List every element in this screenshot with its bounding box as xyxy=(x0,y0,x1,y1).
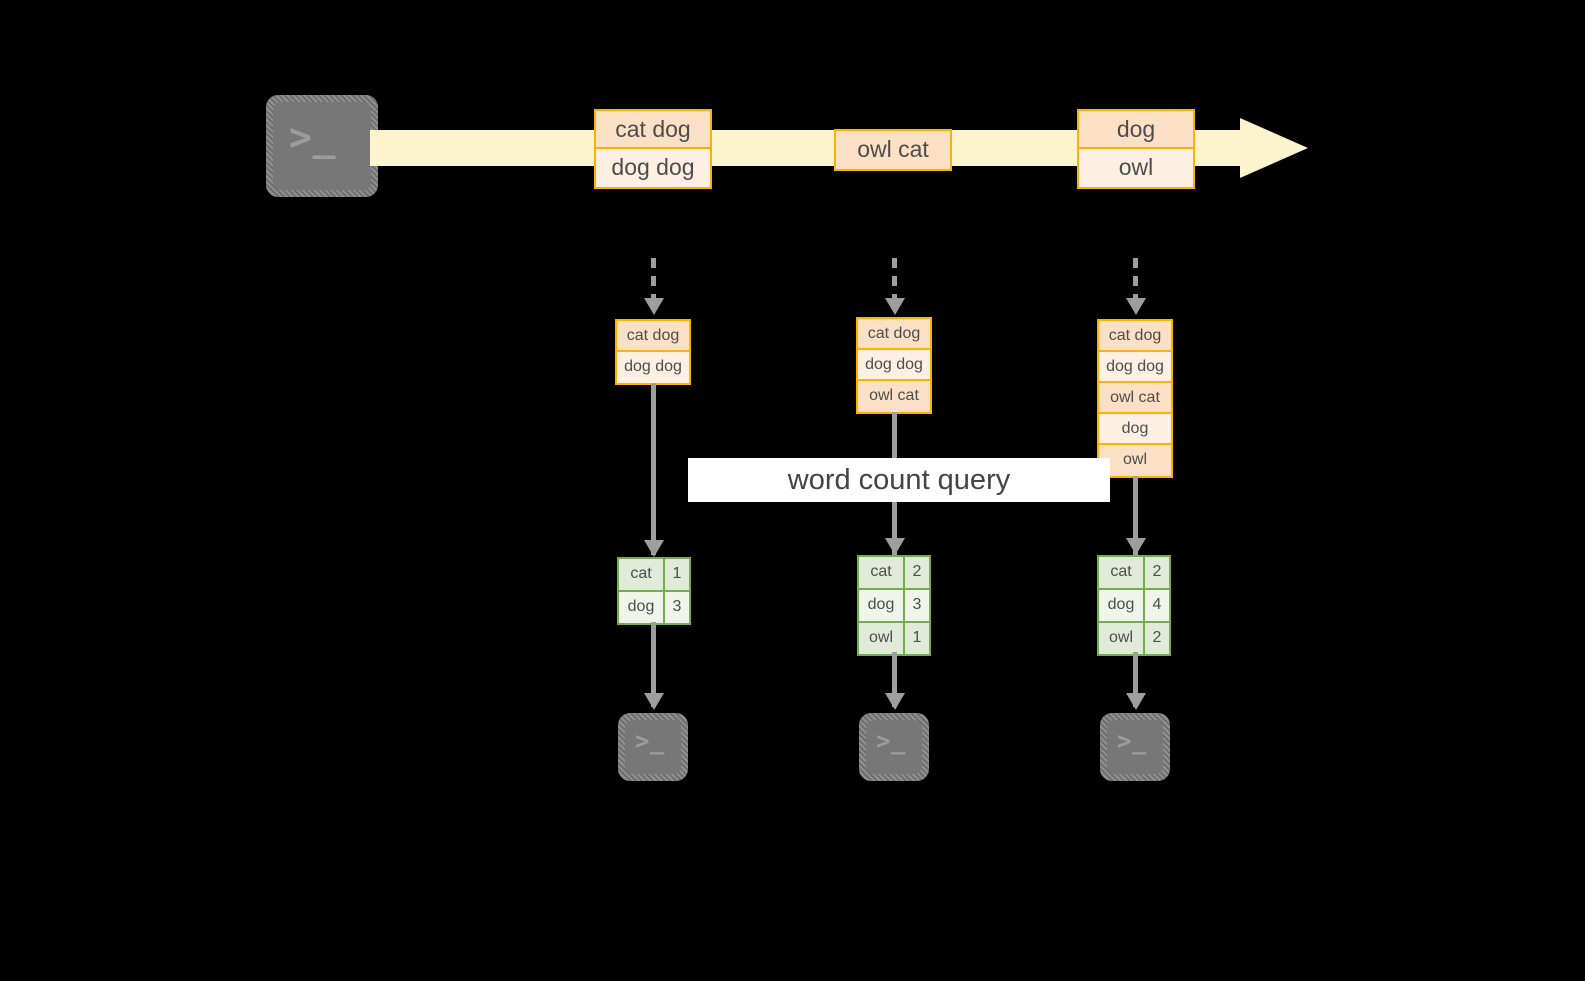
state-line: owl xyxy=(1099,445,1171,476)
terminal-prompt: >_ xyxy=(876,727,906,755)
terminal-screen: >_ xyxy=(1107,720,1163,774)
result-word: cat xyxy=(1099,557,1143,588)
result-table-2: cat 2 dog 3 owl 1 xyxy=(857,555,931,656)
stream-arrowhead-icon xyxy=(1240,118,1308,178)
result-word: owl xyxy=(1099,623,1143,654)
query-label: word count query xyxy=(688,458,1110,502)
sink-terminal-icon-1: >_ xyxy=(618,713,688,781)
dashed-arrow-1 xyxy=(651,258,656,303)
result-count: 2 xyxy=(903,557,929,588)
result-word: owl xyxy=(859,623,903,654)
stream-batch-line: owl cat xyxy=(836,131,950,169)
table-row: owl 2 xyxy=(1099,621,1169,654)
state-line: cat dog xyxy=(1099,321,1171,352)
terminal-screen: >_ xyxy=(866,720,922,774)
result-table-3: cat 2 dog 4 owl 2 xyxy=(1097,555,1171,656)
terminal-prompt: >_ xyxy=(635,727,665,755)
stream-batch-2: owl cat xyxy=(834,129,952,171)
state-line: dog xyxy=(1099,414,1171,445)
stream-batch-line: cat dog xyxy=(596,111,710,149)
terminal-prompt: >_ xyxy=(1117,727,1147,755)
source-terminal-icon: >_ xyxy=(266,95,378,197)
dashed-arrow-head-3 xyxy=(1126,298,1146,315)
sink-arrow-head-3 xyxy=(1126,693,1146,710)
result-word: dog xyxy=(1099,590,1143,621)
table-row: dog 4 xyxy=(1099,588,1169,621)
result-table-1: cat 1 dog 3 xyxy=(617,557,691,625)
result-count: 4 xyxy=(1143,590,1169,621)
state-line: dog dog xyxy=(1099,352,1171,383)
table-row: cat 1 xyxy=(619,559,689,590)
stream-batch-line: owl xyxy=(1079,149,1193,187)
state-line: cat dog xyxy=(858,319,930,350)
stream-batch-3: dog owl xyxy=(1077,109,1195,189)
table-row: cat 2 xyxy=(859,557,929,588)
sink-terminal-icon-3: >_ xyxy=(1100,713,1170,781)
state-line: dog dog xyxy=(858,350,930,381)
state-line: dog dog xyxy=(617,352,689,383)
terminal-screen: >_ xyxy=(273,102,371,190)
sink-arrow-2 xyxy=(892,652,897,707)
query-arrow-3 xyxy=(1133,476,1138,555)
stream-batch-line: dog xyxy=(1079,111,1193,149)
result-word: cat xyxy=(619,559,663,590)
sink-arrow-head-1 xyxy=(644,693,664,710)
sink-arrow-3 xyxy=(1133,652,1138,707)
state-line: owl cat xyxy=(1099,383,1171,414)
table-row: cat 2 xyxy=(1099,557,1169,588)
result-count: 3 xyxy=(663,592,689,623)
table-row: owl 1 xyxy=(859,621,929,654)
terminal-prompt: >_ xyxy=(289,115,337,159)
state-snapshot-2: cat dog dog dog owl cat xyxy=(856,317,932,414)
query-arrow-head-2 xyxy=(885,538,905,555)
result-count: 2 xyxy=(1143,623,1169,654)
query-arrow-head-3 xyxy=(1126,538,1146,555)
result-word: dog xyxy=(859,590,903,621)
state-line: owl cat xyxy=(858,381,930,412)
result-count: 3 xyxy=(903,590,929,621)
dashed-arrow-head-2 xyxy=(885,298,905,315)
state-snapshot-1: cat dog dog dog xyxy=(615,319,691,385)
result-word: cat xyxy=(859,557,903,588)
table-row: dog 3 xyxy=(619,590,689,623)
sink-terminal-icon-2: >_ xyxy=(859,713,929,781)
query-arrow-head-1 xyxy=(644,540,664,557)
terminal-screen: >_ xyxy=(625,720,681,774)
dashed-arrow-2 xyxy=(892,258,897,303)
table-row: dog 3 xyxy=(859,588,929,621)
state-line: cat dog xyxy=(617,321,689,352)
dashed-arrow-head-1 xyxy=(644,298,664,315)
state-snapshot-3: cat dog dog dog owl cat dog owl xyxy=(1097,319,1173,478)
sink-arrow-1 xyxy=(651,622,656,707)
stream-batch-1: cat dog dog dog xyxy=(594,109,712,189)
query-arrow-1 xyxy=(651,383,656,555)
result-count: 1 xyxy=(903,623,929,654)
sink-arrow-head-2 xyxy=(885,693,905,710)
result-count: 1 xyxy=(663,559,689,590)
result-count: 2 xyxy=(1143,557,1169,588)
stream-batch-line: dog dog xyxy=(596,149,710,187)
result-word: dog xyxy=(619,592,663,623)
dashed-arrow-3 xyxy=(1133,258,1138,303)
